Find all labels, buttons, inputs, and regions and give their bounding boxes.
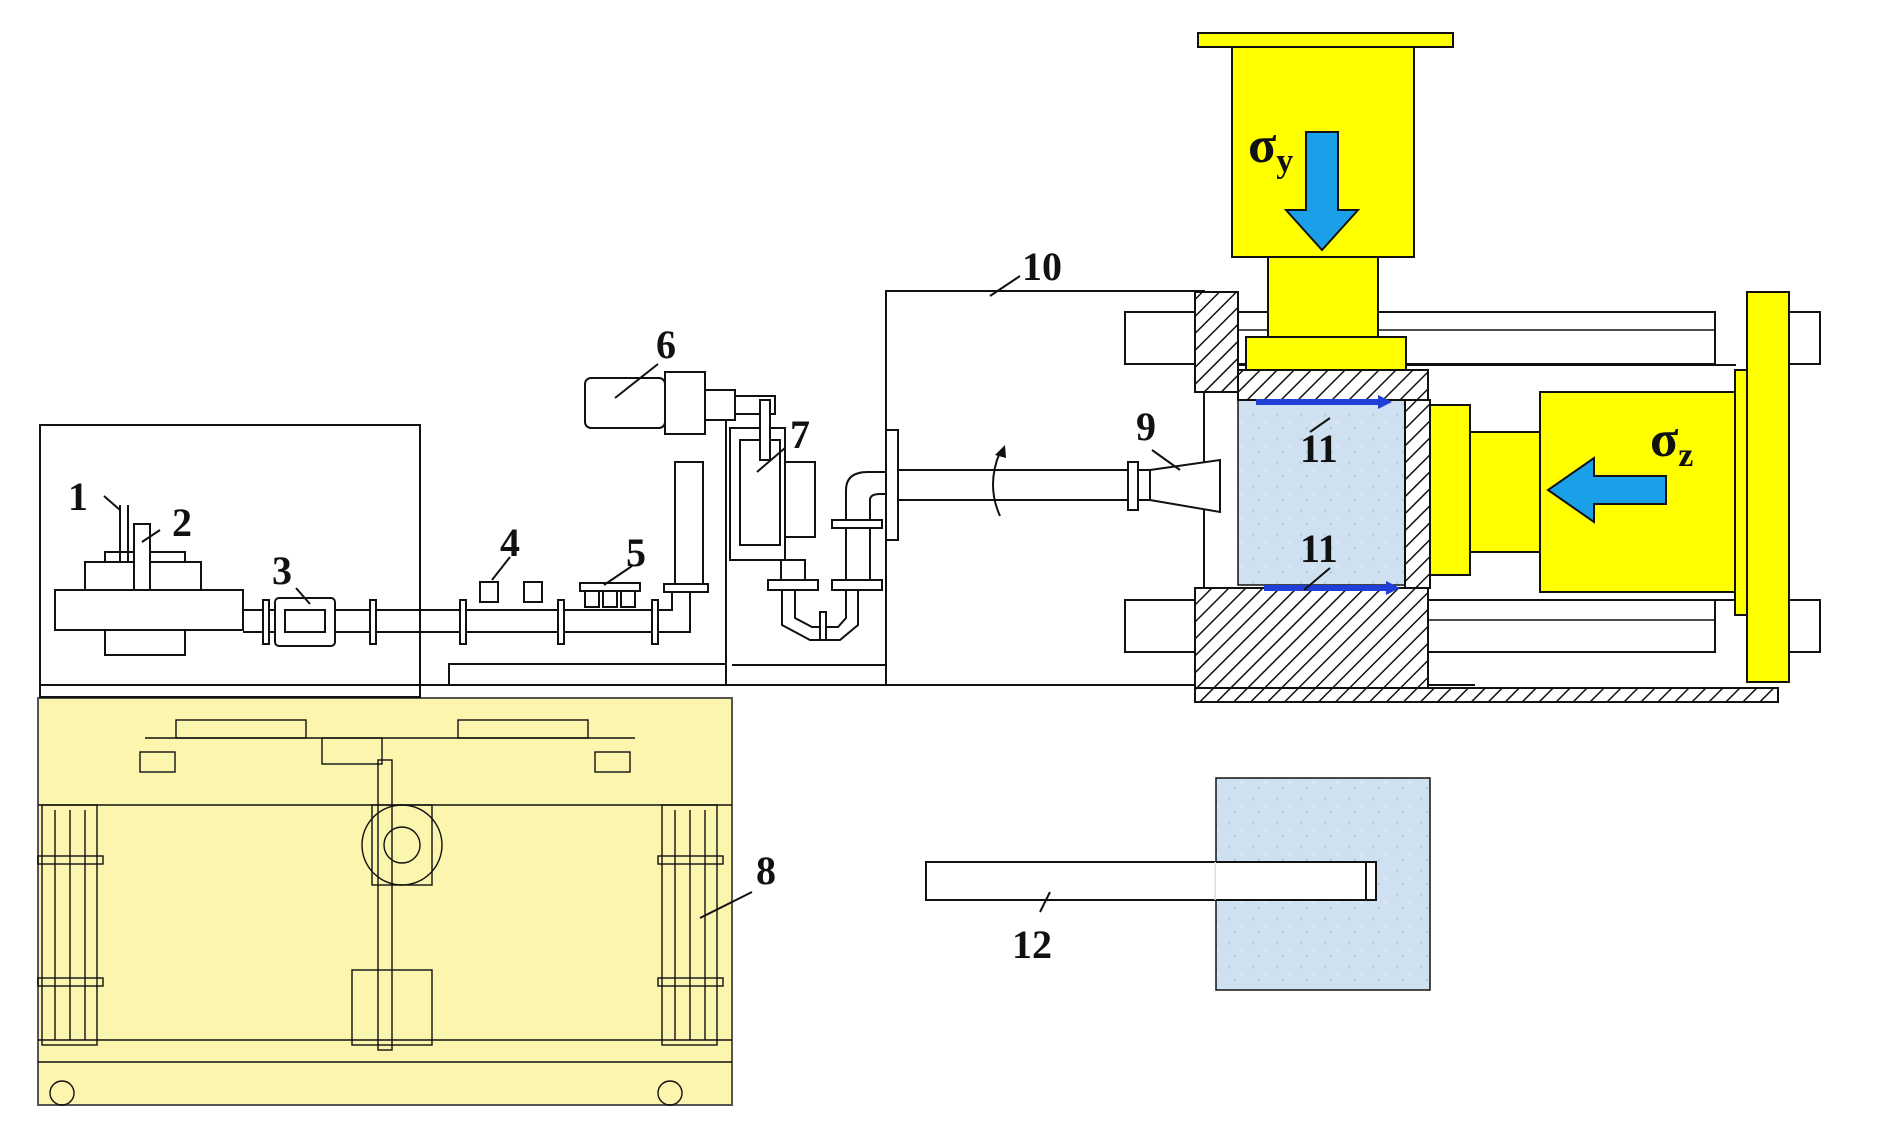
down-arrow-icon — [1283, 131, 1361, 252]
valve-5 — [579, 582, 641, 608]
label-10: 10 — [1022, 244, 1062, 289]
pipe-base-plate — [448, 663, 727, 686]
motor — [584, 371, 776, 435]
pump-outlet-pipe — [767, 471, 890, 641]
sensor-arrows — [1256, 395, 1400, 595]
rotation-arrow-icon — [992, 451, 1001, 517]
pump-inlet-pipe — [660, 461, 709, 633]
sigma-y-label: σy — [1248, 117, 1293, 180]
specimen-detail — [925, 777, 1431, 991]
label-5: 5 — [626, 530, 646, 575]
label-3: 3 — [272, 548, 292, 593]
label-9: 9 — [1136, 404, 1156, 449]
label-2: 2 — [172, 500, 192, 545]
support-frame — [37, 697, 733, 1106]
label-11-top: 11 — [1300, 426, 1338, 471]
pump — [729, 399, 816, 561]
label-1: 1 — [68, 474, 88, 519]
label-4: 4 — [500, 520, 520, 565]
inlet-assembly — [54, 505, 244, 656]
nozzle-assembly — [885, 429, 1221, 541]
valve-4 — [479, 581, 543, 603]
label-6: 6 — [656, 322, 676, 367]
label-12: 12 — [1012, 922, 1052, 967]
label-11-bottom: 11 — [1300, 526, 1338, 571]
sigma-z-label: σz — [1650, 411, 1693, 474]
left-arrow-icon — [1546, 456, 1667, 524]
label-7: 7 — [790, 412, 810, 457]
leader-lines — [103, 275, 1331, 919]
label-8: 8 — [756, 848, 776, 893]
